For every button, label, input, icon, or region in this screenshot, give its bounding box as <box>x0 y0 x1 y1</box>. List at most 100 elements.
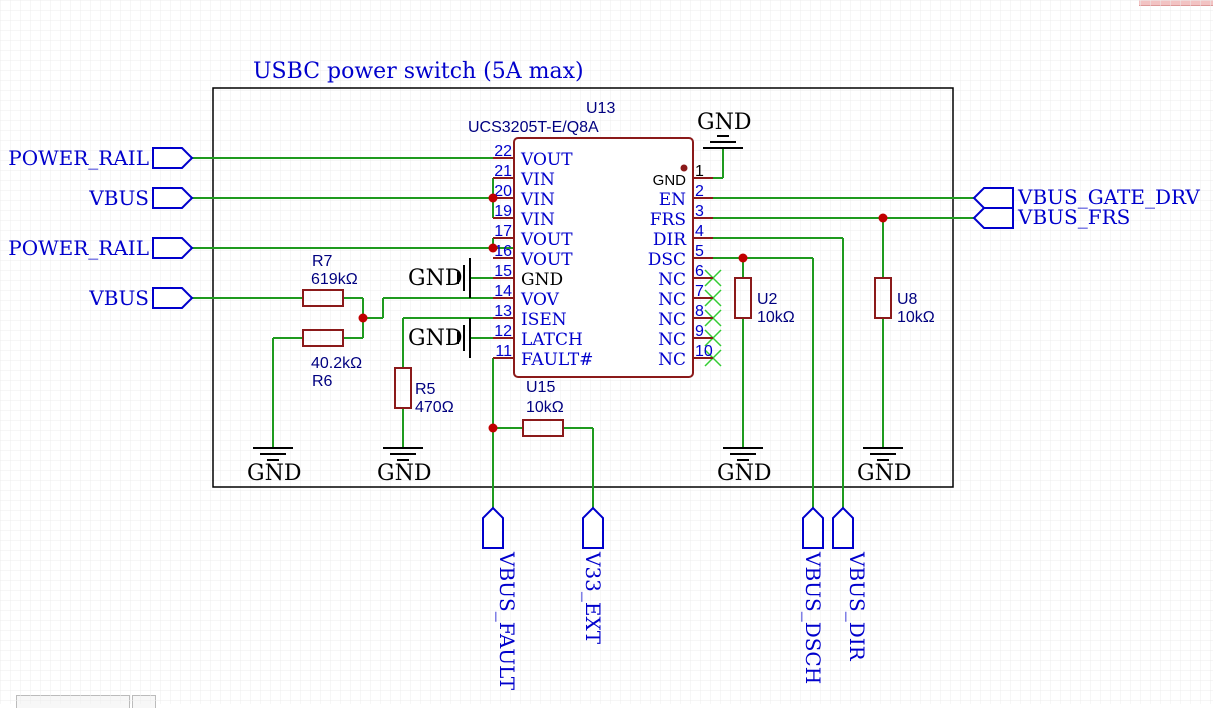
pin-name: EN <box>659 190 686 210</box>
resistor-r6[interactable]: 40.2kΩ R6 <box>302 329 362 390</box>
pin-name: NC <box>658 330 686 350</box>
pin-number: 9 <box>695 323 704 340</box>
gnd-symbol-u8 <box>863 447 903 461</box>
ic-pin-12: 12 LATCH <box>493 323 583 350</box>
pin-number: 7 <box>695 283 704 300</box>
pin-number: 4 <box>695 223 704 240</box>
ic-pin-15: 15 GND <box>493 263 563 290</box>
resistor-r7[interactable]: R7 619kΩ <box>302 253 358 307</box>
port-vbus-dir <box>832 506 854 549</box>
resistor-u15[interactable]: U15 10kΩ <box>522 379 564 437</box>
port-label-power-rail-1: POWER_RAIL <box>8 146 149 170</box>
port-label-vbus-dsch: VBUS_DSCH <box>801 551 825 684</box>
gnd-label-r6: GND <box>247 461 301 486</box>
ic-part: UCS3205T-E/Q8A <box>468 119 599 136</box>
port-label-power-rail-2: POWER_RAIL <box>8 236 149 260</box>
pin-name: GND <box>521 270 563 290</box>
pin-name: LATCH <box>521 330 583 350</box>
pin-name: VIN <box>520 170 555 190</box>
port-label-vbus-gate-drv: VBUS_GATE_DRV <box>1017 185 1200 209</box>
sheet-border <box>212 87 954 488</box>
resistor-u2[interactable]: U2 10kΩ <box>734 277 795 326</box>
resistor-r5[interactable]: R5 470Ω <box>394 367 454 416</box>
r5-value: 470Ω <box>415 399 454 416</box>
port-label-vbus-2: VBUS <box>88 286 149 310</box>
pin-number: 5 <box>695 243 704 260</box>
wires <box>190 148 975 512</box>
pin-number: 3 <box>695 203 704 220</box>
sheet-title: USBC power switch (5A max) <box>253 59 584 84</box>
pin-number: 16 <box>494 243 512 260</box>
u15-value: 10kΩ <box>526 399 564 416</box>
ic-pin-8: 8 NC <box>658 303 713 330</box>
gnd-label-r5: GND <box>377 461 431 486</box>
port-vbus-dsch <box>802 506 824 549</box>
port-vbus-1 <box>152 187 194 209</box>
pin-number: 6 <box>695 263 704 280</box>
pin-number: 8 <box>695 303 704 320</box>
ic-pin-4: 4 DIR <box>653 223 713 250</box>
pin-number: 14 <box>494 283 512 300</box>
port-v33-ext <box>582 506 604 549</box>
pin-name: NC <box>658 310 686 330</box>
gnd-label-u2: GND <box>717 461 771 486</box>
gnd-symbol-pin1 <box>703 135 743 149</box>
pin-number: 20 <box>494 183 512 200</box>
gnd-symbol-u2 <box>723 447 763 461</box>
pin-number: 15 <box>494 263 512 280</box>
r5-ref: R5 <box>415 381 436 398</box>
pin-name: VIN <box>520 210 555 230</box>
port-vbus-2 <box>152 287 194 309</box>
port-vbus-frs <box>972 207 1014 229</box>
gnd-symbol-pin15 <box>457 258 471 298</box>
r7-ref: R7 <box>312 253 333 270</box>
ic-pin-7: 7NC <box>658 283 713 310</box>
u2-value: 10kΩ <box>757 309 795 326</box>
gnd-label-pin15: GND <box>408 266 462 291</box>
u2-ref: U2 <box>757 291 778 308</box>
pin-name: NC <box>658 270 686 290</box>
junctions <box>358 193 888 433</box>
port-label-v33-ext: V33_EXT <box>581 551 605 645</box>
port-label-vbus-fault: VBUS_FAULT <box>495 551 519 691</box>
gnd-symbol-r6 <box>253 447 293 461</box>
port-power-rail-1 <box>152 147 194 169</box>
pin-number: 2 <box>695 183 704 200</box>
port-label-vbus-1: VBUS <box>88 186 149 210</box>
u8-ref: U8 <box>897 291 918 308</box>
ic-pin-19: 19 VIN <box>493 203 555 230</box>
pin-name: VOV <box>520 290 560 310</box>
port-vbus-gate-drv <box>972 187 1014 209</box>
pin-number: 17 <box>494 223 512 240</box>
pin-name: NC <box>658 350 686 370</box>
pin-number: 19 <box>494 203 512 220</box>
ic-pin-14: 14 VOV <box>493 283 560 310</box>
pin-name: DIR <box>653 230 687 250</box>
pin-number: 12 <box>494 323 512 340</box>
ic-pin-6: 6 NC <box>658 263 713 290</box>
pin-name: ISEN <box>521 310 567 330</box>
pin-name: GND <box>653 172 687 189</box>
port-power-rail-2 <box>152 237 194 259</box>
resistor-u8[interactable]: U8 10kΩ <box>874 277 935 326</box>
pin-name: VOUT <box>520 150 573 170</box>
gnd-label-pin12: GND <box>408 326 462 351</box>
ic-pin-9: 9 NC <box>658 323 713 350</box>
port-label-vbus-dir: VBUS_DIR <box>845 551 869 662</box>
r7-value: 619kΩ <box>311 271 358 288</box>
pin-number: 11 <box>495 343 512 360</box>
pin-name: VIN <box>520 190 555 210</box>
gnd-label-pin1: GND <box>697 110 751 135</box>
ic-pin-17: 17 VOUT <box>493 223 573 250</box>
pin-name: VOUT <box>520 230 573 250</box>
